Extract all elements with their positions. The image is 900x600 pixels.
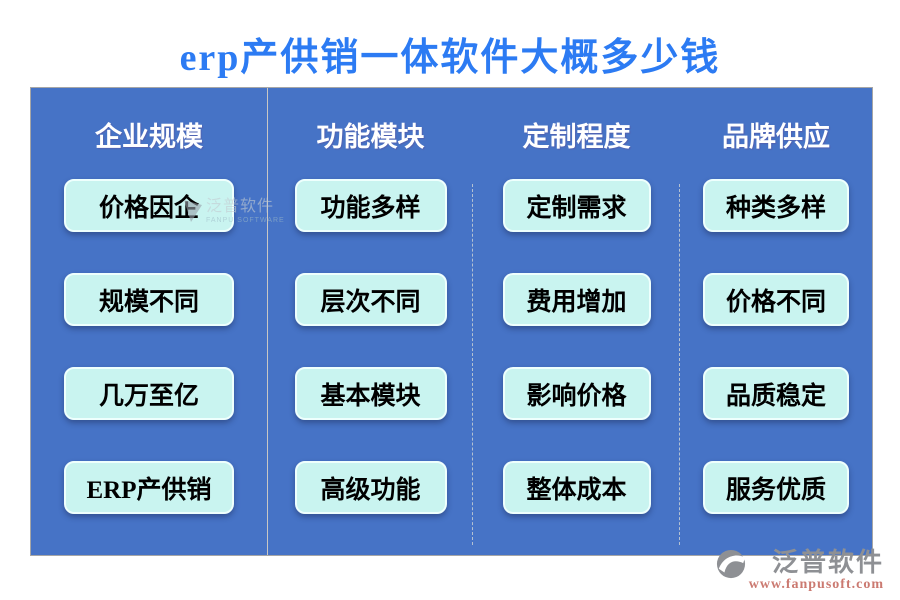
info-chip: 规模不同	[64, 273, 234, 326]
main-panel: 企业规模 价格因企 规模不同 几万至亿 ERP产供销 功能模块 功能多样 层次不…	[30, 87, 873, 556]
info-chip: 种类多样	[703, 179, 849, 232]
info-chip: 层次不同	[294, 273, 447, 326]
page-title: erp产供销一体软件大概多少钱	[179, 37, 721, 79]
info-chip: 基本模块	[294, 367, 447, 420]
column-header: 品牌供应	[722, 122, 830, 152]
info-chip: 费用增加	[502, 273, 651, 326]
chip-list: 价格因企 规模不同 几万至亿 ERP产供销	[64, 179, 234, 514]
fanpu-logo-icon	[716, 549, 746, 579]
info-chip: 整体成本	[502, 461, 651, 514]
info-chip: 几万至亿	[64, 367, 234, 420]
info-chip: 价格因企	[64, 179, 234, 232]
chip-list: 定制需求 费用增加 影响价格 整体成本	[502, 179, 651, 514]
fanpu-logo-url: www.fanpusoft.com	[748, 577, 884, 592]
fanpu-logo-text: 泛普软件 www.fanpusoft.com	[748, 548, 884, 593]
column-enterprise-scale: 企业规模 价格因企 规模不同 几万至亿 ERP产供销	[31, 88, 268, 555]
fanpu-logo: 泛普软件 www.fanpusoft.com	[716, 549, 884, 592]
column-header: 定制程度	[522, 122, 631, 152]
info-chip: ERP产供销	[64, 461, 234, 514]
info-chip: 高级功能	[294, 461, 447, 514]
info-chip: 定制需求	[502, 179, 651, 232]
info-chip: 价格不同	[703, 273, 849, 326]
column-header: 功能模块	[316, 122, 425, 152]
column-brand-supply: 品牌供应 种类多样 价格不同 品质稳定 服务优质	[680, 88, 872, 555]
chip-list: 功能多样 层次不同 基本模块 高级功能	[294, 179, 447, 514]
info-chip: 影响价格	[502, 367, 651, 420]
column-function-modules: 功能模块 功能多样 层次不同 基本模块 高级功能	[268, 88, 473, 555]
info-chip: 功能多样	[294, 179, 447, 232]
column-customization-degree: 定制程度 定制需求 费用增加 影响价格 整体成本	[473, 88, 680, 555]
chip-list: 种类多样 价格不同 品质稳定 服务优质	[703, 179, 849, 514]
info-chip: 服务优质	[703, 461, 849, 514]
info-chip: 品质稳定	[703, 367, 849, 420]
column-header: 企业规模	[95, 122, 203, 152]
